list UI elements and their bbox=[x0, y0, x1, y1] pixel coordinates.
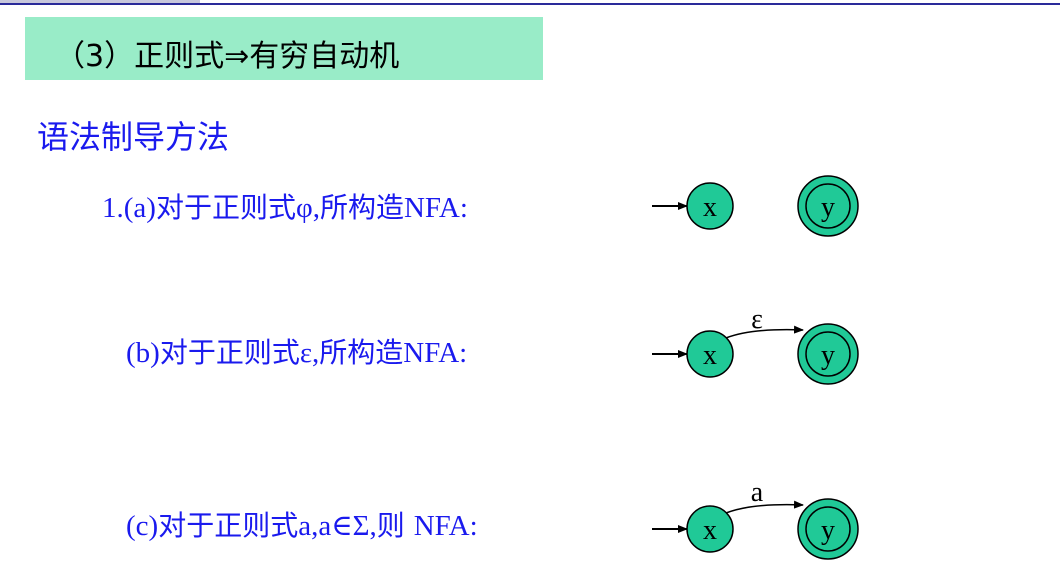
title-box: （3）正则式⇒有穷自动机 bbox=[25, 17, 543, 80]
rule-c-part: 则 bbox=[376, 509, 414, 542]
start-state-label: x bbox=[703, 515, 717, 546]
rule-c-part: NFA: bbox=[413, 510, 478, 542]
slide-title: （3）正则式⇒有穷自动机 bbox=[55, 39, 400, 74]
final-state-label: y bbox=[821, 192, 835, 223]
nfa-epsilon: x ε y bbox=[652, 304, 859, 385]
top-decor-strip bbox=[0, 0, 200, 3]
final-state-inner bbox=[805, 331, 851, 377]
start-state-label: x bbox=[703, 340, 717, 371]
final-state-label: y bbox=[821, 515, 835, 546]
rule-b-part: 所构造 bbox=[319, 336, 404, 369]
edge-label-a: a bbox=[751, 477, 764, 508]
rule-c-part: a,a∈Σ, bbox=[298, 510, 377, 542]
top-rule bbox=[0, 3, 1060, 5]
rule-b-part: NFA: bbox=[403, 337, 468, 369]
edge-label-epsilon: ε bbox=[751, 304, 763, 335]
rule-c-part: (c) bbox=[126, 510, 159, 542]
nfa-symbol-a: x a y bbox=[652, 477, 859, 560]
rule-b-part: 对于正则式 bbox=[159, 336, 300, 369]
nfa-phi: x y bbox=[652, 175, 859, 237]
start-state bbox=[686, 182, 734, 230]
final-state-inner bbox=[805, 506, 851, 552]
rule-a-part: 1.(a) bbox=[102, 192, 156, 224]
final-state-label: y bbox=[821, 340, 835, 371]
rule-c-part: 对于正则式 bbox=[158, 509, 299, 542]
section-heading: 语法制导方法 bbox=[37, 118, 230, 156]
rule-a-text: 1.(a)对于正则式φ,所构造NFA: bbox=[102, 186, 468, 226]
rule-b-part: ε, bbox=[299, 337, 320, 369]
rule-a-part: φ, bbox=[295, 192, 320, 224]
start-state bbox=[686, 330, 734, 378]
rule-a-part: NFA: bbox=[403, 192, 468, 224]
rule-b-text: (b)对于正则式ε,所构造NFA: bbox=[126, 331, 467, 371]
transition-edge bbox=[725, 325, 804, 339]
rule-c-text: (c)对于正则式a,a∈Σ,则 NFA: bbox=[126, 504, 478, 544]
start-state-label: x bbox=[703, 192, 717, 223]
transition-edge bbox=[725, 500, 804, 514]
rule-b-part: (b) bbox=[126, 337, 160, 369]
final-state-inner bbox=[805, 183, 851, 229]
nfa-diagrams: x y x ε y x a y bbox=[652, 175, 859, 560]
rule-a-part: 所构造 bbox=[319, 191, 404, 224]
start-state bbox=[686, 505, 734, 553]
rule-a-part: 对于正则式 bbox=[155, 191, 296, 224]
